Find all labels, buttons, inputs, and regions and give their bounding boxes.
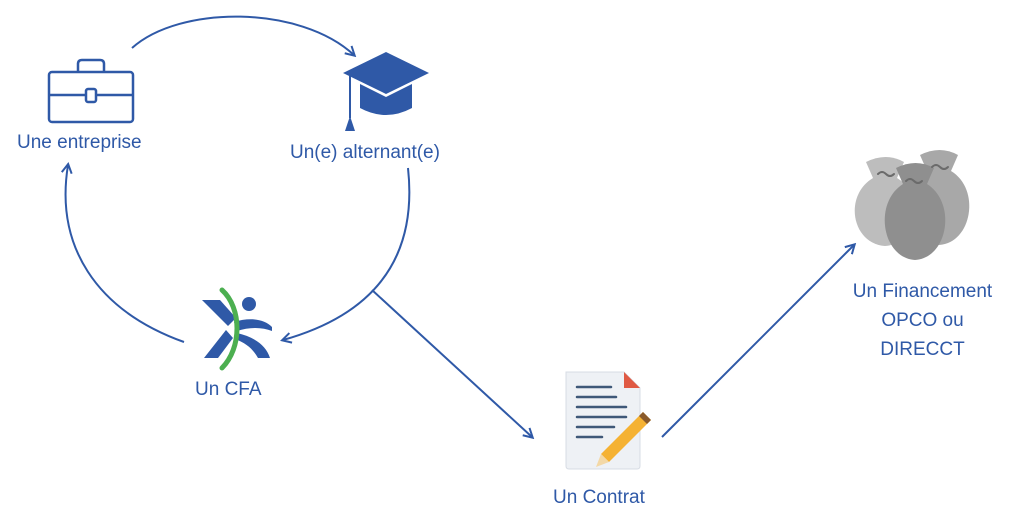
money-bags-icon — [854, 150, 970, 260]
node-financement-label: Un Financement OPCO ou DIRECCT — [830, 280, 1015, 362]
financement-line-1: Un Financement — [852, 281, 993, 302]
arrow-contrat-to-financement — [661, 245, 854, 438]
arrow-entreprise-to-alternant — [131, 15, 354, 55]
briefcase-icon — [47, 58, 135, 124]
cfa-logo-icon — [202, 287, 272, 371]
financement-line-3: DIRECCT — [880, 339, 965, 360]
node-alternant-label: Un(e) alternant(e) — [290, 142, 440, 163]
node-entreprise-label: Une entreprise — [17, 132, 142, 153]
financement-line-2: OPCO ou — [881, 310, 964, 331]
contract-pen-icon — [565, 371, 651, 470]
arrow-alternant-to-cfa — [283, 167, 411, 340]
graduation-cap-icon — [343, 52, 429, 131]
arrow-cfa-to-entreprise — [66, 165, 185, 343]
node-contrat-label: Un Contrat — [553, 487, 645, 508]
node-cfa-label: Un CFA — [195, 379, 262, 400]
arrow-cycle-to-contrat — [371, 289, 532, 437]
